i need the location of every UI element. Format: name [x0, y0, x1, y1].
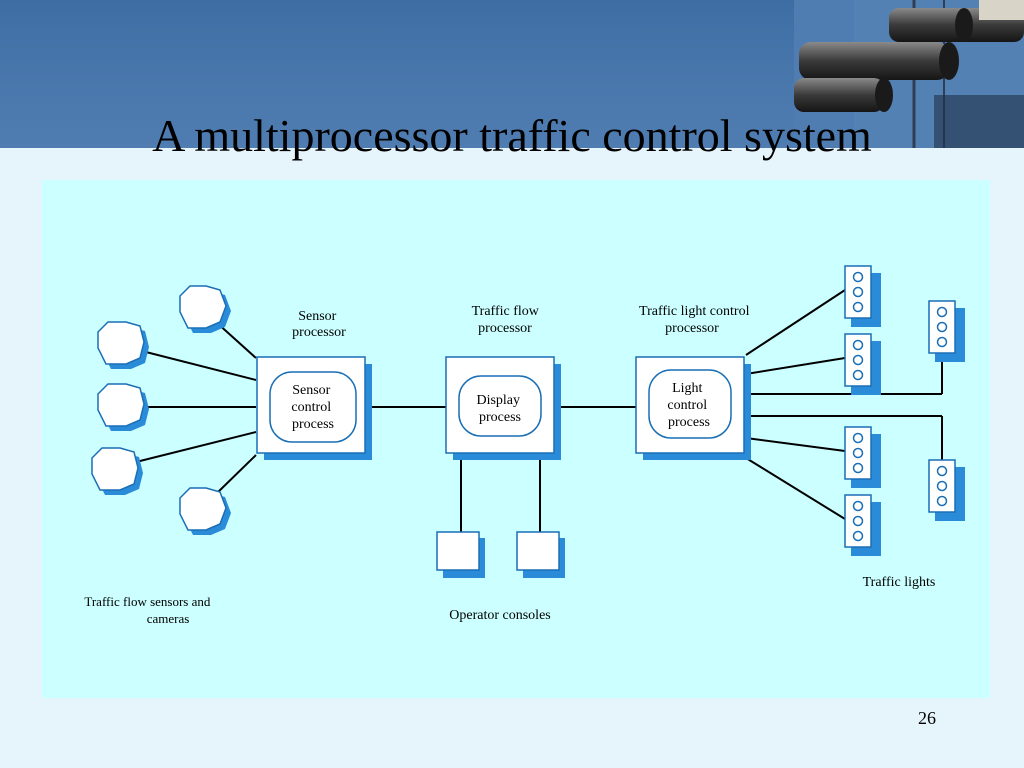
- sensor-camera-icon: [179, 487, 231, 535]
- sensor-camera-icon: [91, 447, 143, 495]
- traffic-light-icon: [844, 494, 881, 556]
- traffic-light-icon: [844, 333, 881, 395]
- traffic-flow-processor-heading: Traffic flow processor: [472, 304, 543, 336]
- operator-consoles: [436, 531, 565, 578]
- traffic-flow-processor-box: Display process: [445, 356, 561, 460]
- sensors-caption: Traffic flow sensors and cameras: [84, 594, 213, 626]
- traffic-light-icon: [844, 265, 881, 327]
- sensor-camera-icon: [97, 383, 149, 431]
- header-photo: [794, 0, 1024, 148]
- slide-title: A multiprocessor traffic control system: [152, 110, 872, 161]
- sensor-processor-box: Sensor control process: [256, 356, 372, 460]
- operator-console-icon: [516, 531, 565, 578]
- traffic-lights-caption: Traffic lights: [863, 575, 936, 590]
- light-control-processor-box: Light control process: [635, 356, 751, 460]
- display-process-label: Display process: [476, 393, 523, 425]
- sensor-process-label: Sensor control process: [291, 383, 334, 432]
- traffic-light-icon: [928, 459, 965, 521]
- sensor-icons: [91, 285, 231, 535]
- operator-console-icon: [436, 531, 485, 578]
- connector-lines: [135, 289, 943, 532]
- page-number: 26: [918, 708, 936, 728]
- traffic-light-icon: [844, 426, 881, 488]
- traffic-lights: [844, 265, 965, 556]
- operator-consoles-caption: Operator consoles: [449, 608, 550, 623]
- light-control-process-label: Light control process: [667, 381, 710, 430]
- traffic-light-icon: [928, 300, 965, 362]
- sensor-camera-icon: [179, 285, 231, 333]
- sensor-camera-icon: [97, 321, 149, 369]
- sensor-processor-heading: Sensor processor: [292, 309, 346, 340]
- light-control-processor-heading: Traffic light control processor: [639, 304, 753, 336]
